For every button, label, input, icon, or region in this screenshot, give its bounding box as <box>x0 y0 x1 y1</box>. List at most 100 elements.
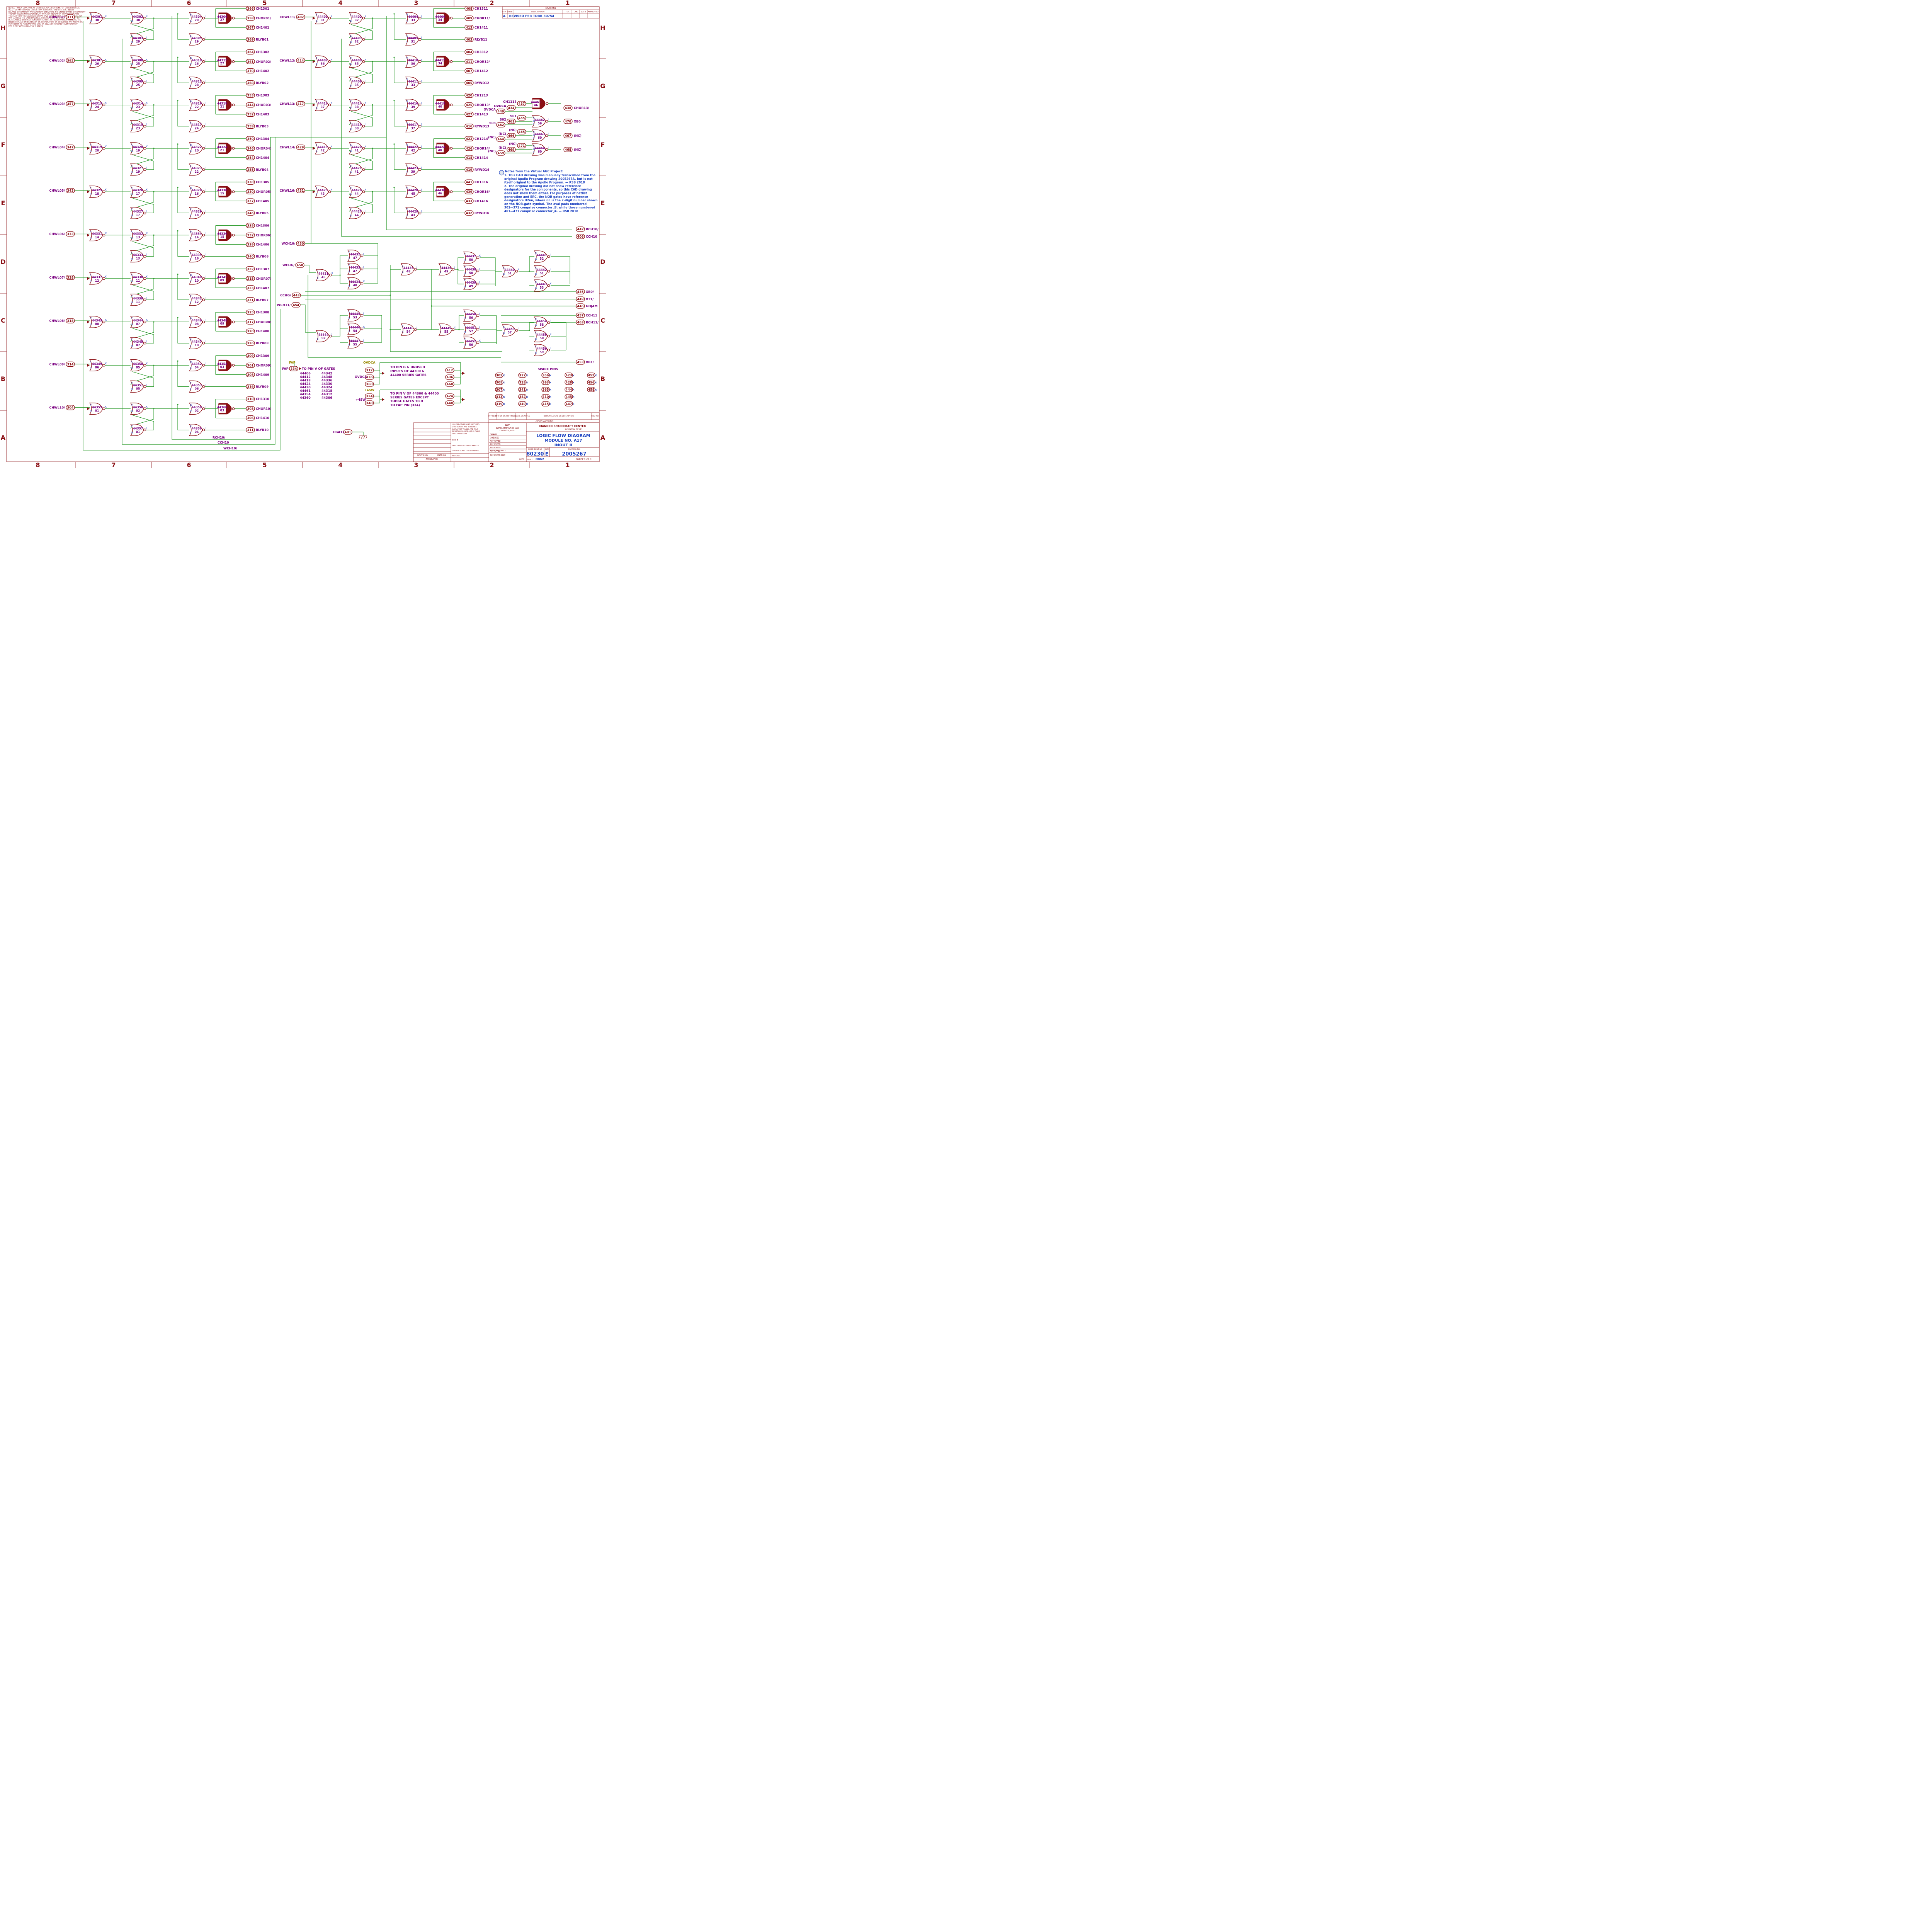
pad-number: 360 <box>366 383 373 386</box>
svg-text:×: × <box>572 402 575 406</box>
svg-text:E: E <box>316 107 318 109</box>
svg-text:15: 15 <box>220 192 224 195</box>
zone-column-label: 1 <box>565 461 570 468</box>
gate-number: 44309 <box>133 80 143 83</box>
svg-text:J: J <box>479 268 480 270</box>
connector-pad: 336 <box>365 374 374 380</box>
svg-text:B: B <box>131 193 133 196</box>
connector-pad: 441 <box>464 179 474 185</box>
connector-pad: 435 <box>576 289 585 294</box>
svg-text:E: E <box>190 35 192 37</box>
connector-pad: 463 <box>576 320 585 325</box>
connector-pad: 414 <box>296 58 305 63</box>
svg-text:C: C <box>131 404 133 407</box>
connector-pad: 302 <box>495 372 503 378</box>
svg-text:E: E <box>406 208 408 211</box>
svg-text:F: F <box>90 14 92 16</box>
svg-text:J: J <box>364 167 366 169</box>
pad-number: 309 <box>247 354 254 357</box>
output-signal-label: CH1213 <box>474 94 488 97</box>
output-signal-label: CHOR05/ <box>256 190 271 194</box>
svg-text:B: B <box>317 338 318 340</box>
svg-text:B: B <box>406 57 408 60</box>
svg-text:B: B <box>131 323 133 326</box>
connector-pad: 458 <box>587 387 595 392</box>
output-signal-label: CH1307 <box>256 267 269 271</box>
svg-text:K: K <box>146 189 148 191</box>
svg-text:APPROVED: APPROVED <box>490 447 500 449</box>
pad-number: 447 <box>566 402 572 406</box>
connector-pad: 416 <box>464 123 474 129</box>
pad-number: 307 <box>496 388 503 391</box>
gate-package: 22 <box>195 105 199 109</box>
connector-pad: 459 <box>496 150 505 156</box>
connector-pad: 350 <box>246 136 255 141</box>
output-signal-label: CH1408 <box>256 330 269 333</box>
zone-row-label: A <box>1 434 6 441</box>
gate-number: 44355 <box>92 406 102 409</box>
gate-number: 44333 <box>133 253 143 257</box>
connector-pad: 420 <box>464 92 474 98</box>
svg-text:C: C <box>349 264 350 267</box>
gate-package: 11 <box>136 279 140 282</box>
svg-text:C: C <box>131 425 133 428</box>
zone-column-label: 4 <box>338 0 342 7</box>
connector-pad: 461 <box>507 119 516 124</box>
connector-pad: 426 <box>464 146 474 151</box>
gate-number: 44433 <box>350 266 360 269</box>
svg-text:C: C <box>464 338 466 341</box>
output-signal-label: RYWD13 <box>474 125 489 128</box>
svg-text:J: J <box>204 36 206 39</box>
note-line: 1. This CAD drawing was manually transcr… <box>504 173 595 177</box>
gate-package: 26 <box>195 62 199 65</box>
svg-text:×: × <box>526 395 528 399</box>
gate-number: 44453 <box>505 327 515 331</box>
input-signal-label: CHWL05/ <box>49 189 65 192</box>
gate-number: 44307 <box>92 58 102 62</box>
svg-text:B: B <box>350 150 352 153</box>
gate-number: 44308 <box>133 58 143 62</box>
svg-text:F: F <box>190 345 192 347</box>
output-signal-label: CHOR01/ <box>256 17 271 20</box>
svg-text:B: B <box>131 128 133 131</box>
pad-number: 413 <box>466 26 473 29</box>
pad-number: 342 <box>519 395 526 399</box>
svg-text:FRACTIONS DECIMALS ANGLES: FRACTIONS DECIMALS ANGLES <box>452 445 479 447</box>
svg-text:MATERIAL OR NOTES: MATERIAL OR NOTES <box>512 415 530 417</box>
gate-package: 08 <box>195 322 199 326</box>
svg-text:E: E <box>90 410 92 413</box>
svg-text:J: J <box>364 80 366 82</box>
svg-text:C: C <box>131 35 133 37</box>
zone-column-label: 5 <box>262 0 267 7</box>
gate-number: 44310 <box>192 58 202 62</box>
svg-text:B: B <box>350 20 352 22</box>
svg-text:C: C <box>131 144 133 146</box>
pad-number: 352 <box>247 113 254 116</box>
svg-text:B: B <box>190 14 192 16</box>
gate-package: 20 <box>95 149 99 152</box>
gate-package: 24 <box>195 127 199 130</box>
connector-pad: 465 <box>517 129 526 134</box>
svg-text:F: F <box>190 84 192 87</box>
connector-pad: 454 <box>291 302 301 308</box>
gate-number: 44347 <box>192 340 202 344</box>
zone-column-label: 5 <box>262 461 267 468</box>
svg-text:B: B <box>464 317 466 320</box>
gate-package: 02 <box>195 409 199 413</box>
gate-package: 47 <box>353 269 357 273</box>
svg-text:B: B <box>350 84 352 87</box>
pad-number: 420 <box>466 94 473 97</box>
gate-package: 58 <box>540 337 544 340</box>
gate-package: 28 <box>195 83 199 87</box>
svg-text:J: J <box>421 15 422 18</box>
output-signal-label: (NC) <box>574 134 582 138</box>
